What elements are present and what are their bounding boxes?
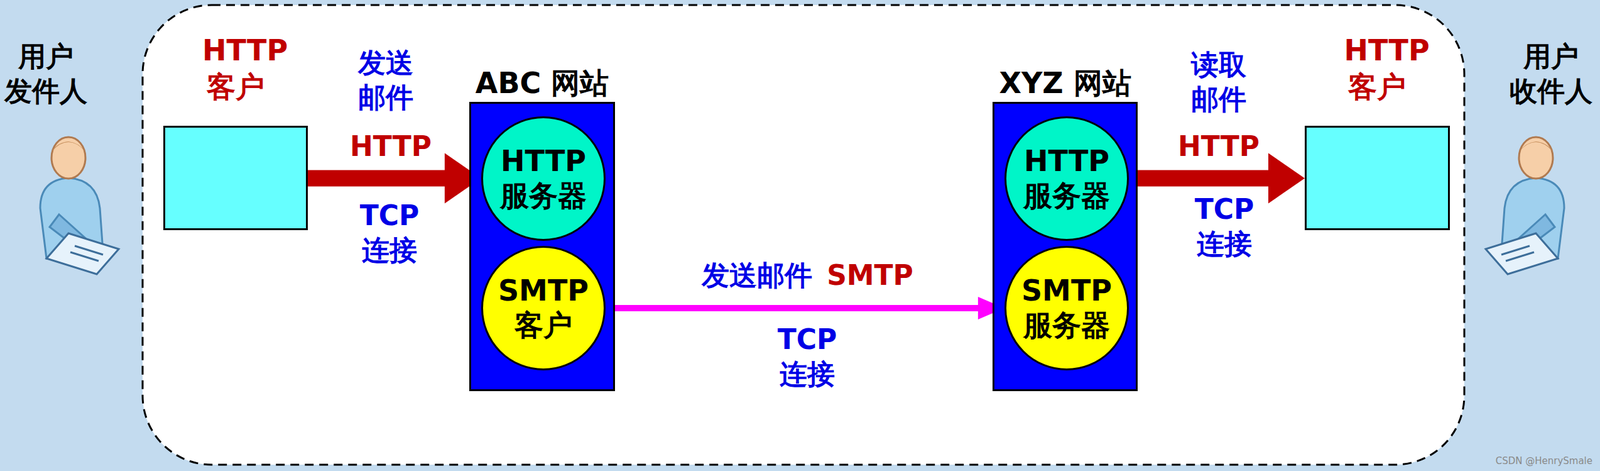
text-label: SMTP [826,257,914,293]
website-box: XYZ 网站HTTP 服务器SMTP 服务器 [992,101,1138,391]
watermark: CSDN @HenrySmale [1495,454,1593,467]
user-figure [1485,136,1565,274]
text-label: HTTP [349,128,432,164]
user-figure [40,136,119,274]
edge-label: 发送邮件 [701,257,813,293]
client-box: HTTP 客户 [1304,125,1450,230]
text-label: TCP 连接 [1188,191,1261,261]
website-box: ABC 网站HTTP 服务器SMTP 客户 [469,101,615,391]
node-text: HTTP 服务器 [496,143,591,213]
text-label: 用户 收件人 [1507,38,1596,109]
node-heading: HTTP 客户 [1344,32,1411,105]
server-circle: SMTP 服务器 [1004,245,1129,371]
edge-label: 发送 邮件 [352,45,420,115]
server-circle: HTTP 服务器 [1004,116,1129,241]
client-box: HTTP 客户 [163,125,308,230]
node-heading: XYZ 网站 [998,65,1131,102]
node-text: SMTP 服务器 [1019,273,1114,343]
text-label: 用户 发件人 [1,38,91,109]
node-text: SMTP 客户 [496,273,591,343]
text-label: TCP 连接 [353,197,426,267]
text-label: TCP 连接 [771,321,844,391]
node-heading: ABC 网站 [475,65,609,102]
server-circle: SMTP 客户 [481,245,606,371]
node-text: HTTP 服务器 [1019,143,1114,213]
arrow-connector [605,296,1005,320]
node-heading: HTTP 客户 [202,32,269,105]
server-circle: HTTP 服务器 [481,116,606,241]
text-label: HTTP [1177,128,1260,164]
dashed-region [142,5,1465,465]
edge-label: 读取 邮件 [1185,47,1252,117]
